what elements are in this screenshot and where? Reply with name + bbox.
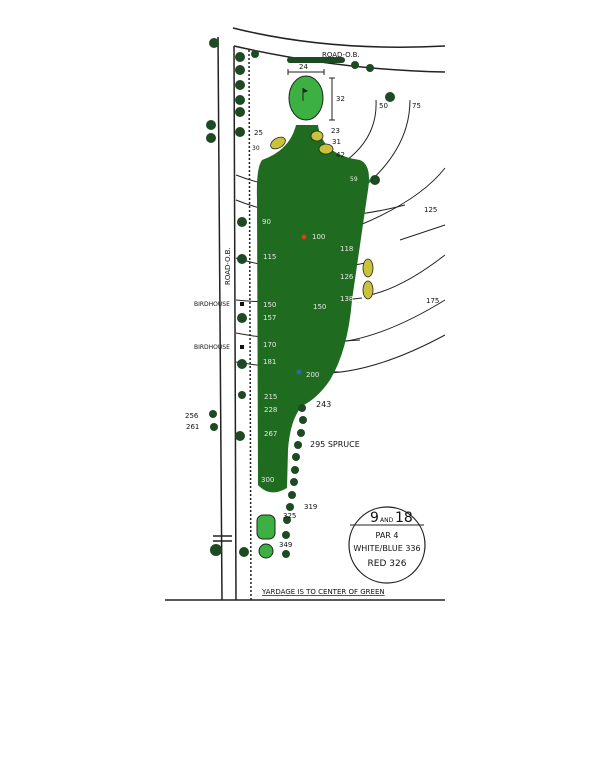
red-yardage: RED 326 bbox=[368, 559, 407, 569]
road-side-label: ROAD-O.B. bbox=[224, 247, 232, 285]
birdhouse-label: BIRDHOUSE bbox=[194, 344, 230, 351]
bunkers bbox=[270, 130, 374, 300]
info-badge-circle bbox=[348, 506, 426, 584]
green-depth-label: 32 bbox=[336, 95, 345, 103]
ob-stakes-line bbox=[248, 49, 252, 601]
yardage-label: 30 bbox=[252, 145, 260, 152]
yardage-label: 349 bbox=[279, 541, 292, 549]
tee-box-red bbox=[258, 543, 274, 559]
yardage-label: 261 bbox=[186, 423, 199, 431]
fairway-yardage: 150 bbox=[263, 301, 276, 309]
yardage-label: 25 bbox=[254, 129, 263, 137]
birdhouse-icon bbox=[240, 345, 244, 349]
arc-label: 75 bbox=[412, 102, 421, 110]
hole-number-2: 18 bbox=[395, 510, 413, 526]
road-top-label: ROAD-O.B. bbox=[322, 51, 360, 59]
road-side-edge bbox=[217, 36, 223, 601]
yardage-label: 319 bbox=[304, 503, 317, 511]
fairway bbox=[256, 125, 369, 493]
road-top-inner-edge bbox=[233, 45, 446, 73]
white-blue-yardage: WHITE/BLUE 336 bbox=[353, 544, 420, 553]
fairway-yardage: 267 bbox=[264, 430, 277, 438]
arc-label: 125 bbox=[424, 206, 437, 214]
road-side-inner-edge bbox=[233, 45, 237, 601]
birdhouse-icon bbox=[240, 302, 244, 306]
fairway-yardage: 181 bbox=[263, 358, 276, 366]
footer-note: YARDAGE IS TO CENTER OF GREEN bbox=[261, 588, 385, 596]
green-dimension-lines bbox=[287, 69, 335, 121]
yardage-label: 23 bbox=[331, 127, 340, 135]
yardage-label: 243 bbox=[316, 400, 331, 409]
fairway-yardage: 100 bbox=[312, 233, 325, 241]
fairway-yardage: 300 bbox=[261, 476, 274, 484]
hole-and: AND bbox=[380, 517, 394, 524]
fairway-yardage: 138 bbox=[340, 295, 353, 303]
yardage-label: 59 bbox=[350, 176, 358, 183]
arc-label: 175 bbox=[426, 297, 439, 305]
green-width-label: 24 bbox=[299, 63, 308, 71]
fairway-yardage: 157 bbox=[263, 314, 276, 322]
fairway-yardage: 126 bbox=[340, 273, 354, 281]
par-label: PAR 4 bbox=[376, 531, 399, 540]
hole-number: 9 bbox=[370, 510, 379, 526]
fairway-yardage: 115 bbox=[263, 253, 276, 261]
tee-box-white-blue bbox=[256, 514, 276, 540]
fairway-yardage: 228 bbox=[264, 406, 277, 414]
hole-info-badge: 9 AND 18 PAR 4 WHITE/BLUE 336 RED 326 bbox=[348, 506, 426, 584]
arc-label: 50 bbox=[379, 102, 388, 110]
birdhouse-label: BIRDHOUSE bbox=[194, 301, 230, 308]
yardage-label: 42 bbox=[336, 151, 345, 159]
red-marker bbox=[301, 234, 307, 240]
yardage-label: 31 bbox=[332, 138, 341, 146]
yardage-label: 256 bbox=[185, 412, 199, 420]
flag-icon bbox=[303, 88, 308, 93]
fairway-yardage: 215 bbox=[264, 393, 277, 401]
blue-marker bbox=[296, 369, 302, 375]
road-top-edge bbox=[232, 27, 446, 48]
trees bbox=[206, 38, 395, 558]
fairway-yardage: 200 bbox=[306, 371, 319, 379]
fairway-yardage: 90 bbox=[262, 218, 271, 226]
spruce-label: 295 SPRUCE bbox=[310, 440, 360, 449]
fairway-yardage: 150 bbox=[313, 303, 326, 311]
yardage-label: 325 bbox=[283, 512, 296, 520]
fairway-yardage: 170 bbox=[263, 341, 276, 349]
putting-green bbox=[288, 75, 324, 121]
fairway-yardage: 118 bbox=[340, 245, 353, 253]
